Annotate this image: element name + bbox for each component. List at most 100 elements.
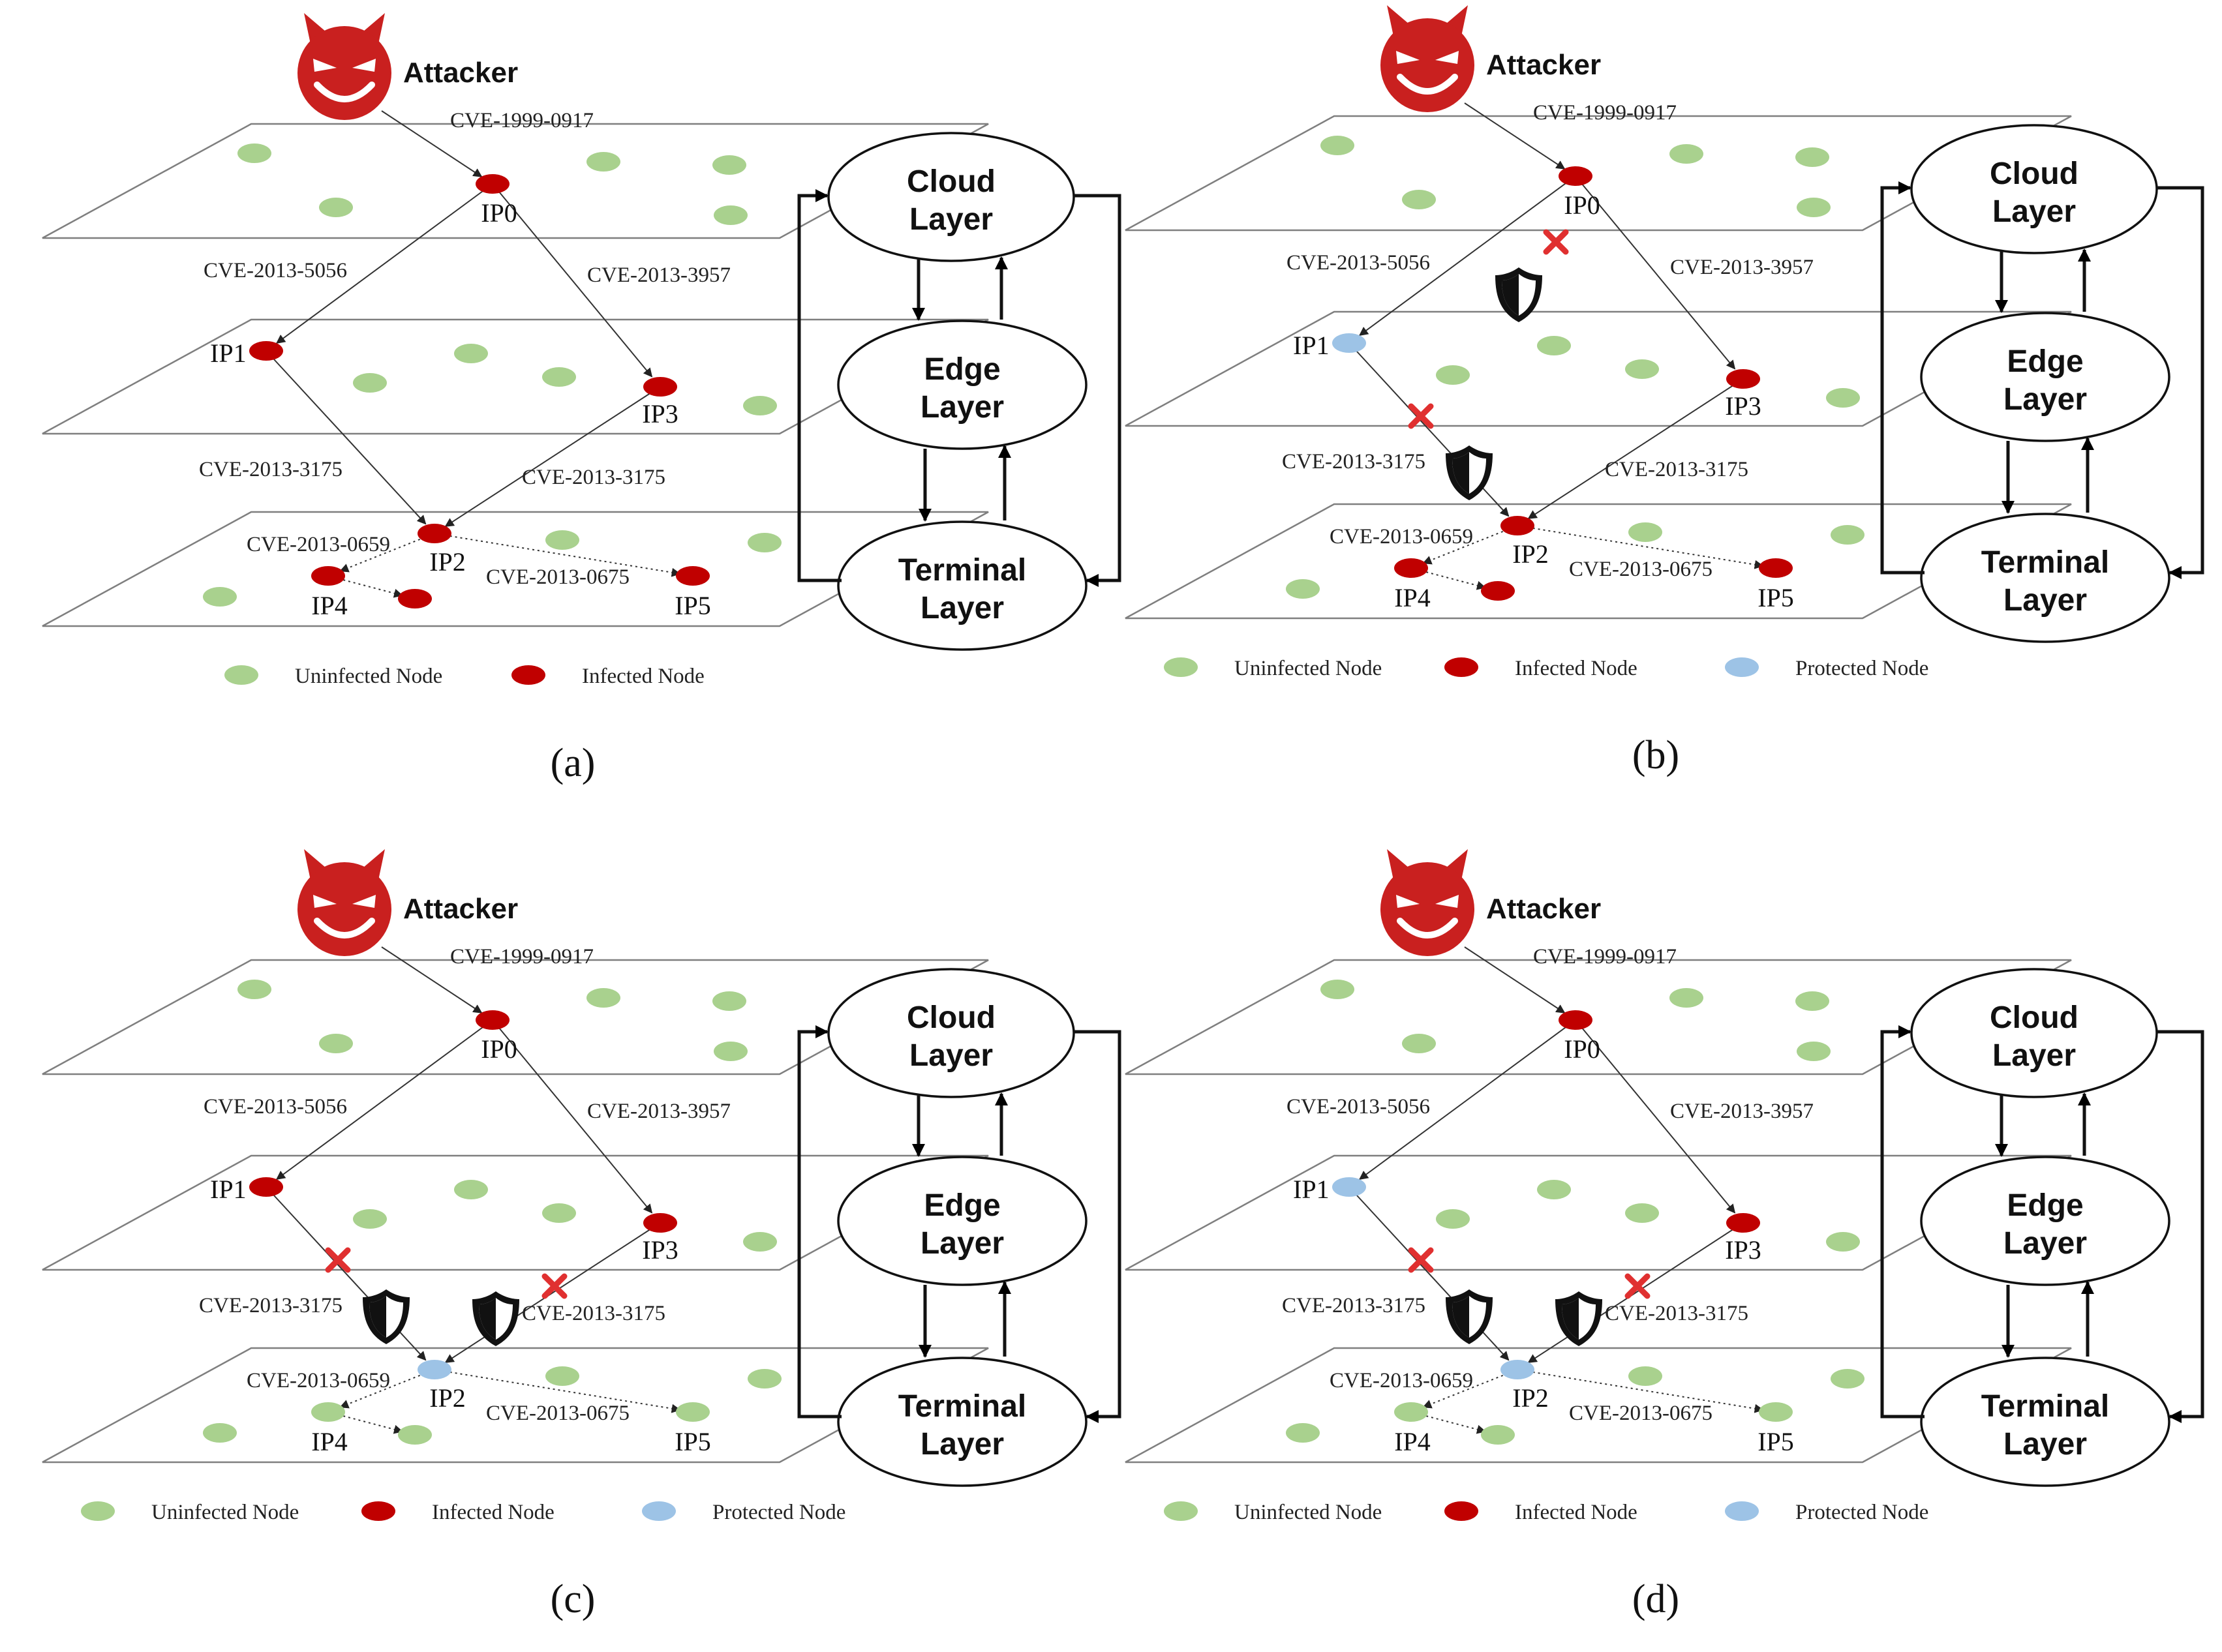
terminal-plane — [42, 1347, 989, 1464]
terminal-layer-subtitle: Layer — [921, 591, 1004, 625]
legend-uninfected-swatch — [224, 665, 258, 685]
cloud-layer-title: Cloud — [1990, 157, 2078, 191]
node-ip3 — [1726, 369, 1760, 389]
ip-label-ip4: IP4 — [311, 1427, 348, 1456]
cve-label-e5: CVE-2013-0659 — [247, 1369, 390, 1392]
uninfected-node — [203, 1423, 237, 1443]
cve-label-e4: CVE-2013-3175 — [1605, 1302, 1748, 1325]
edge-layer-title: Edge — [924, 352, 1000, 387]
edge-layer-ellipse — [1920, 312, 2170, 442]
node-ip5 — [1759, 558, 1793, 578]
uninfected-node — [203, 587, 237, 607]
uninfected-node — [586, 152, 620, 172]
shield-icon — [1495, 267, 1542, 322]
node-n4b — [398, 1425, 432, 1445]
uninfected-node — [454, 344, 488, 363]
legend-uninfected-label: Uninfected Node — [295, 665, 442, 688]
uninfected-node — [237, 980, 271, 999]
edge-e1 — [1358, 1019, 1576, 1180]
edge-e0 — [1464, 102, 1566, 170]
ip-label-ip2: IP2 — [1512, 539, 1549, 569]
uninfected-node — [1795, 147, 1829, 167]
cve-label-e1: CVE-2013-5056 — [1286, 1095, 1430, 1119]
uninfected-node — [714, 1042, 748, 1061]
cve-label-e5: CVE-2013-0659 — [1330, 525, 1473, 548]
edge-e0 — [381, 110, 483, 177]
edge-e4 — [444, 386, 661, 527]
uninfected-node — [1628, 522, 1662, 542]
cve-label-e0: CVE-1999-0917 — [450, 945, 594, 969]
cloud-layer-subtitle: Layer — [1992, 1038, 2076, 1073]
shield-icon — [1555, 1291, 1602, 1346]
uninfected-node — [1669, 144, 1703, 164]
cve-label-e0: CVE-1999-0917 — [450, 109, 594, 132]
legend-uninfected-label: Uninfected Node — [151, 1501, 299, 1524]
blocked-mark-e4 — [1624, 1273, 1651, 1299]
node-ip2 — [1500, 516, 1534, 535]
node-ip3 — [643, 377, 677, 397]
loop-right-arrow — [2157, 1030, 2204, 1423]
loop-right-arrow — [1074, 194, 1121, 587]
edge-layer-ellipse — [1920, 1156, 2170, 1286]
uninfected-node — [748, 533, 782, 552]
node-ip4 — [1394, 1402, 1428, 1422]
ip-label-ip2: IP2 — [1512, 1383, 1549, 1413]
uninfected-node — [454, 1180, 488, 1199]
node-ip1 — [1332, 333, 1366, 353]
node-ip1 — [1332, 1177, 1366, 1197]
legend-uninfected-swatch — [81, 1501, 115, 1521]
uninfected-node — [586, 988, 620, 1008]
cve-label-e4: CVE-2013-3175 — [1605, 458, 1748, 481]
panel-caption: (d) — [1632, 1577, 1679, 1621]
cve-label-e2: CVE-2013-3957 — [587, 1100, 731, 1123]
uninfected-node — [542, 1203, 576, 1223]
panel-caption: (a) — [551, 741, 596, 785]
uninfected-node — [1826, 388, 1860, 408]
edge-e2 — [492, 1019, 653, 1214]
uninfected-node — [743, 396, 777, 415]
ip-label-ip4: IP4 — [1394, 1427, 1431, 1456]
attacker-devil-icon — [297, 13, 391, 120]
edge-layer-subtitle: Layer — [921, 1226, 1004, 1261]
uninfected-node — [542, 367, 576, 387]
cve-label-e3: CVE-2013-3175 — [199, 458, 342, 481]
legend-infected-label: Infected Node — [1515, 1501, 1637, 1524]
terminal-layer-title: Terminal — [898, 1389, 1027, 1424]
node-ip2 — [418, 1360, 451, 1379]
edge-e5 — [1422, 1369, 1518, 1409]
edge-e5 — [339, 533, 435, 573]
edge-e0 — [1464, 946, 1566, 1014]
edge-e1 — [275, 183, 493, 344]
legend-protected-swatch — [1725, 1501, 1759, 1521]
uninfected-node — [1286, 1423, 1320, 1443]
uninfected-node — [714, 205, 748, 225]
edge-e4 — [1527, 378, 1744, 519]
attacker-label: Attacker — [1486, 893, 1601, 925]
node-ip0 — [1559, 166, 1592, 186]
uninfected-node — [1628, 1366, 1662, 1386]
legend-uninfected-label: Uninfected Node — [1234, 1501, 1382, 1524]
uninfected-node — [1831, 1369, 1864, 1389]
cve-label-e3: CVE-2013-3175 — [1282, 450, 1425, 473]
cve-label-e0: CVE-1999-0917 — [1533, 945, 1677, 969]
legend-infected-swatch — [361, 1501, 395, 1521]
edge-ip4-node — [1410, 1411, 1487, 1434]
edge-layer-title: Edge — [2007, 1188, 2083, 1223]
edge-e3 — [1348, 1186, 1510, 1361]
uninfected-node — [1831, 525, 1864, 545]
uninfected-node — [1402, 1034, 1436, 1053]
attacker-label: Attacker — [1486, 49, 1601, 81]
cve-label-e6: CVE-2013-0675 — [486, 1402, 630, 1425]
uninfected-node — [1320, 980, 1354, 999]
ip-label-ip5: IP5 — [675, 591, 711, 620]
cloud-layer-title: Cloud — [1990, 1000, 2078, 1035]
uninfected-node — [1625, 1203, 1659, 1223]
panel-a: CloudLayerEdgeLayerTerminalLayerCVE-1999… — [42, 13, 1121, 785]
legend-infected-label: Infected Node — [1515, 657, 1637, 680]
edge-layer-subtitle: Layer — [921, 390, 1004, 425]
loop-left-arrow — [1880, 181, 1925, 575]
blocked-mark-e3 — [1408, 1247, 1434, 1273]
loop-left-arrow — [1880, 1025, 1925, 1419]
cve-label-e3: CVE-2013-3175 — [1282, 1294, 1425, 1317]
